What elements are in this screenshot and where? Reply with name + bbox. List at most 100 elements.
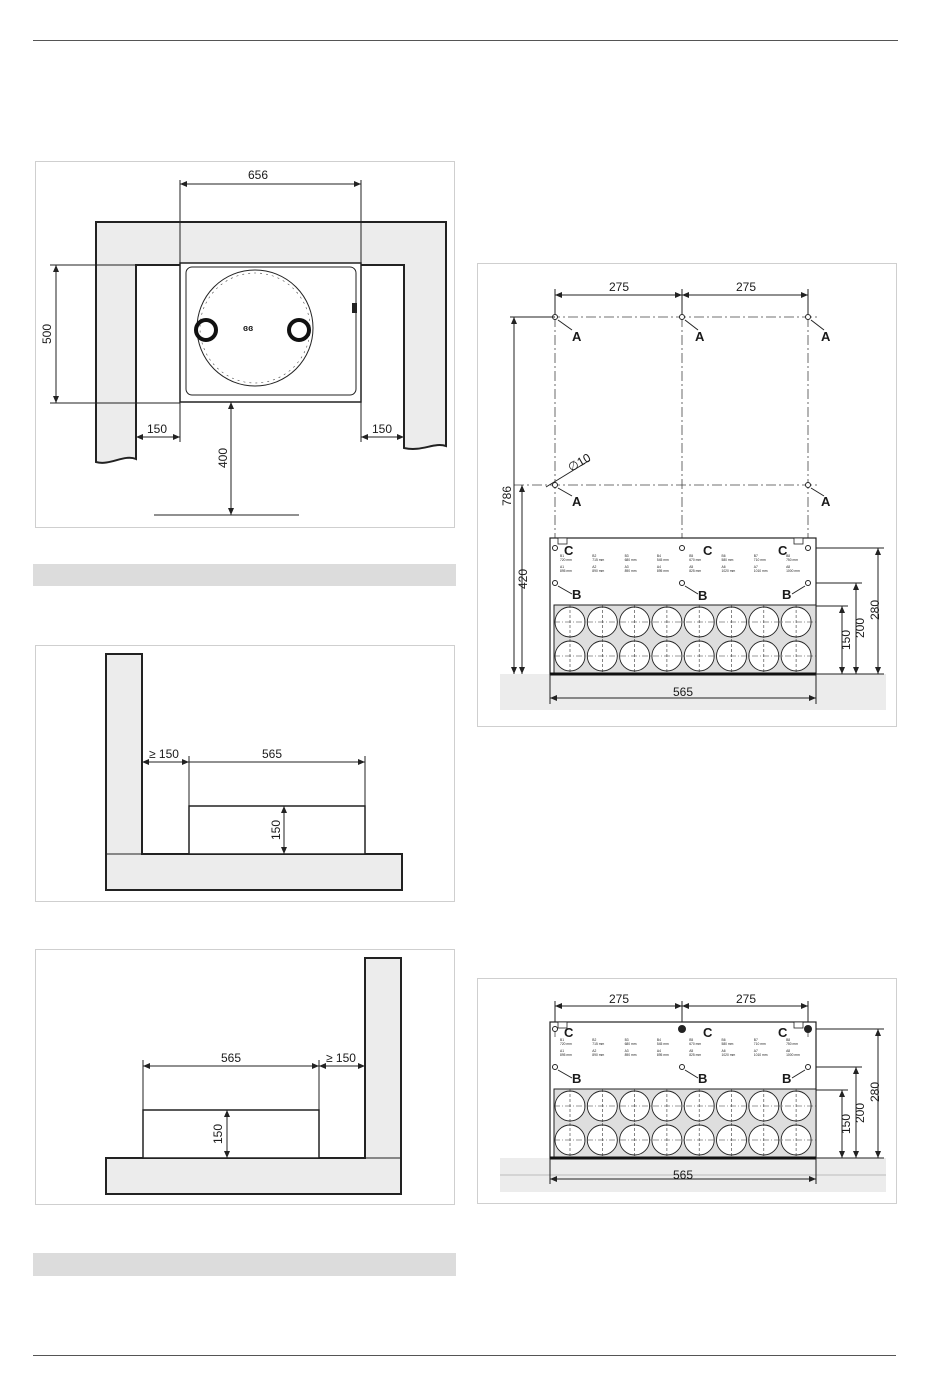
plate-table-cell: 890 mm: [625, 569, 637, 573]
svg-text:ɞɞ: ɞɞ: [243, 323, 253, 333]
plate-table-cell: 715 mm: [592, 1042, 604, 1046]
plate-table-cell: 580 mm: [722, 558, 734, 562]
plate-table-cell: 680 mm: [625, 1042, 637, 1046]
plate-table-cell: B4: [657, 1038, 661, 1042]
plate-table-cell: A4: [657, 565, 661, 569]
plate-table-cell: 825 mm: [689, 569, 701, 573]
plate-table-cell: B2: [592, 1038, 596, 1042]
plate-table-cell: A7: [754, 565, 758, 569]
label-c-2: C: [703, 543, 713, 558]
plate-table-cell: 1020 mm: [722, 1053, 736, 1057]
plate-table-cell: 890 mm: [592, 1053, 604, 1057]
spacing-left: 275: [609, 280, 629, 294]
plate-table-cell: B1: [560, 1038, 564, 1042]
plate-table-cell: 895 mm: [657, 1053, 669, 1057]
figure-corner-left: 150 ≥ 150 565: [35, 645, 455, 902]
spacing-left: 275: [609, 992, 629, 1006]
label-c-3: C: [778, 1025, 788, 1040]
height-lower: 420: [516, 569, 530, 589]
plate-table-cell: 680 mm: [625, 558, 637, 562]
plate-table-cell: A1: [560, 1049, 564, 1053]
wall-clearance: ≥ 150: [149, 747, 179, 761]
plate-table-cell: B5: [689, 554, 693, 558]
plate-table-cell: 720 mm: [560, 558, 572, 562]
plate-table-cell: 710 mm: [754, 1042, 766, 1046]
duct-grid: [553, 1088, 817, 1158]
duct-grid: [553, 604, 817, 674]
dim-left-clearance: 150: [147, 422, 167, 436]
plate-table-cell: A8: [786, 565, 790, 569]
plate-table-cell: 545 mm: [657, 558, 669, 562]
unit-height: 150: [211, 1124, 225, 1144]
unit-width: 565: [221, 1051, 241, 1065]
plate-table-cell: A7: [754, 1049, 758, 1053]
label-b-2: B: [698, 1071, 707, 1086]
height-200: 200: [853, 618, 867, 638]
label-c-1: C: [564, 543, 574, 558]
plate-table-cell: B7: [754, 1038, 758, 1042]
plate-table-cell: 670 mm: [689, 558, 701, 562]
height-200: 200: [853, 1103, 867, 1123]
plate-table-cell: B6: [722, 1038, 726, 1042]
height-280: 280: [868, 600, 882, 620]
plate-table-cell: A3: [625, 1049, 629, 1053]
plate-table-cell: 1000 mm: [786, 1053, 800, 1057]
dim-front-clearance: 400: [216, 448, 230, 468]
plate-table-cell: B4: [657, 554, 661, 558]
hole-diameter: ∅10: [566, 450, 594, 474]
footer-rule: [33, 1355, 896, 1356]
label-a-4: A: [572, 494, 582, 509]
label-b-3: B: [782, 587, 791, 602]
label-b-1: B: [572, 1071, 581, 1086]
height-150: 150: [839, 1114, 853, 1134]
plate-table-cell: A3: [625, 565, 629, 569]
plate-table-cell: 1000 mm: [786, 569, 800, 573]
wall-clearance: ≥ 150: [326, 1051, 356, 1065]
plate-table-cell: 670 mm: [689, 1042, 701, 1046]
height-total: 786: [500, 486, 514, 506]
dim-right-clearance: 150: [372, 422, 392, 436]
width: 565: [673, 1168, 693, 1182]
plate-table-cell: B7: [754, 554, 758, 558]
plate-table-cell: 545 mm: [657, 1042, 669, 1046]
plate-table-cell: B6: [722, 554, 726, 558]
plate-table-cell: B3: [625, 1038, 629, 1042]
plate-table-cell: 1010 mm: [754, 569, 768, 573]
label-b-3: B: [782, 1071, 791, 1086]
label-a-5: A: [821, 494, 831, 509]
plate-table-cell: 895 mm: [560, 1053, 572, 1057]
section-bar-2: [33, 1253, 456, 1276]
plate-table-cell: B5: [689, 1038, 693, 1042]
unit-width: 565: [262, 747, 282, 761]
header-rule: [33, 40, 898, 41]
plate-table-cell: 1020 mm: [722, 569, 736, 573]
plate-table-cell: 895 mm: [657, 569, 669, 573]
label-b-1: B: [572, 587, 581, 602]
plate-table-cell: A8: [786, 1049, 790, 1053]
plate-table-cell: 710 mm: [754, 558, 766, 562]
width: 565: [673, 685, 693, 699]
section-bar-1: [33, 564, 456, 586]
label-a-3: A: [821, 329, 831, 344]
plate-table-cell: B8: [786, 1038, 790, 1042]
figure-top-view: ɞɞ 656 500 150 150 400: [35, 161, 455, 528]
plate-table-cell: 890 mm: [625, 1053, 637, 1057]
height-150: 150: [839, 630, 853, 650]
label-c-1: C: [564, 1025, 574, 1040]
spacing-right: 275: [736, 992, 756, 1006]
plate-table-cell: A6: [722, 1049, 726, 1053]
plate-table-cell: A1: [560, 565, 564, 569]
label-c-2: C: [703, 1025, 713, 1040]
plate-table-cell: B1: [560, 554, 564, 558]
plate-table-cell: A2: [592, 1049, 596, 1053]
spacing-right: 275: [736, 280, 756, 294]
plate-table-cell: A2: [592, 565, 596, 569]
plate-table-cell: 715 mm: [592, 558, 604, 562]
plate-table-cell: A6: [722, 565, 726, 569]
plate-table-cell: A5: [689, 1049, 693, 1053]
label-b-2: B: [698, 588, 707, 603]
